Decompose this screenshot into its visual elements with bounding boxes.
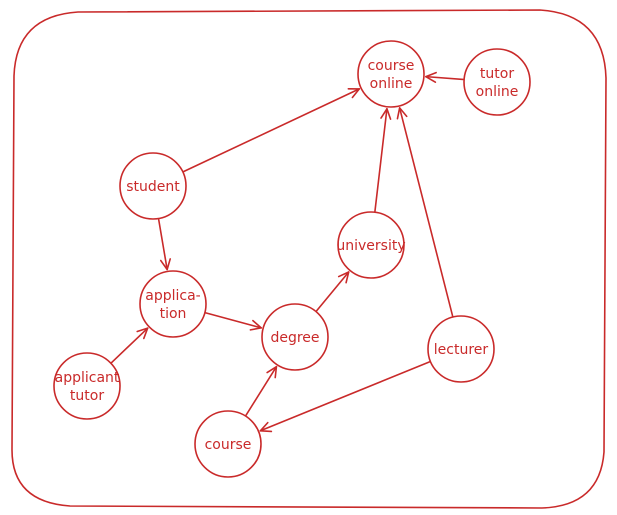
node-circle-course <box>194 410 262 478</box>
node-label-university: university <box>336 238 405 254</box>
node-label-applicant-tutor-line-1: applicant <box>55 370 120 386</box>
edge-lecturer-to-course <box>259 361 431 433</box>
edge-applicant-tutor-to-application <box>110 327 149 364</box>
node-label-tutor-online-line-1: tutor <box>480 66 514 82</box>
node-label-application-line-2: tion <box>160 306 187 322</box>
node-label-course: course <box>205 437 252 453</box>
node-circle-student <box>119 152 187 220</box>
node-applicant-tutor: applicant tutor <box>53 352 121 420</box>
edge-application-to-degree <box>205 312 263 331</box>
node-label-course-online-line-1: course <box>368 58 415 74</box>
node-course: course <box>194 410 262 478</box>
node-tutor-online: tutor online <box>463 48 531 116</box>
node-circle-lecturer <box>427 315 495 383</box>
node-label-tutor-online-line-2: online <box>476 84 519 100</box>
node-circle-university <box>337 211 405 279</box>
node-circle-course-online <box>357 40 425 108</box>
node-circle-applicant-tutor <box>53 352 121 420</box>
node-label-applicant-tutor-line-2: tutor <box>70 388 104 404</box>
edge-course-to-degree <box>245 365 278 416</box>
node-lecturer: lecturer <box>427 315 495 383</box>
node-university: university <box>336 211 406 279</box>
diagram-frame <box>11 9 607 509</box>
node-label-student: student <box>126 179 180 195</box>
node-label-degree: degree <box>270 330 319 346</box>
node-circle-application <box>139 270 207 338</box>
edge-university-to-course-online <box>374 107 392 213</box>
edge-degree-to-university <box>315 271 350 312</box>
node-label-course-online-line-2: online <box>370 76 413 92</box>
node-circle-tutor-online <box>463 48 531 116</box>
node-application: applica-tion <box>139 270 207 338</box>
node-label-lecturer: lecturer <box>434 342 489 358</box>
node-circle-degree <box>261 303 329 371</box>
edge-student-to-application <box>157 218 172 271</box>
edge-lecturer-to-course-online <box>396 107 454 317</box>
node-degree: degree <box>261 303 329 371</box>
node-label-application-line-1: applica- <box>145 288 200 304</box>
edge-tutor-online-to-course-online <box>425 71 464 83</box>
node-course-online: course online <box>357 40 425 108</box>
node-student: student <box>119 152 187 220</box>
edge-student-to-course-online <box>182 87 361 173</box>
